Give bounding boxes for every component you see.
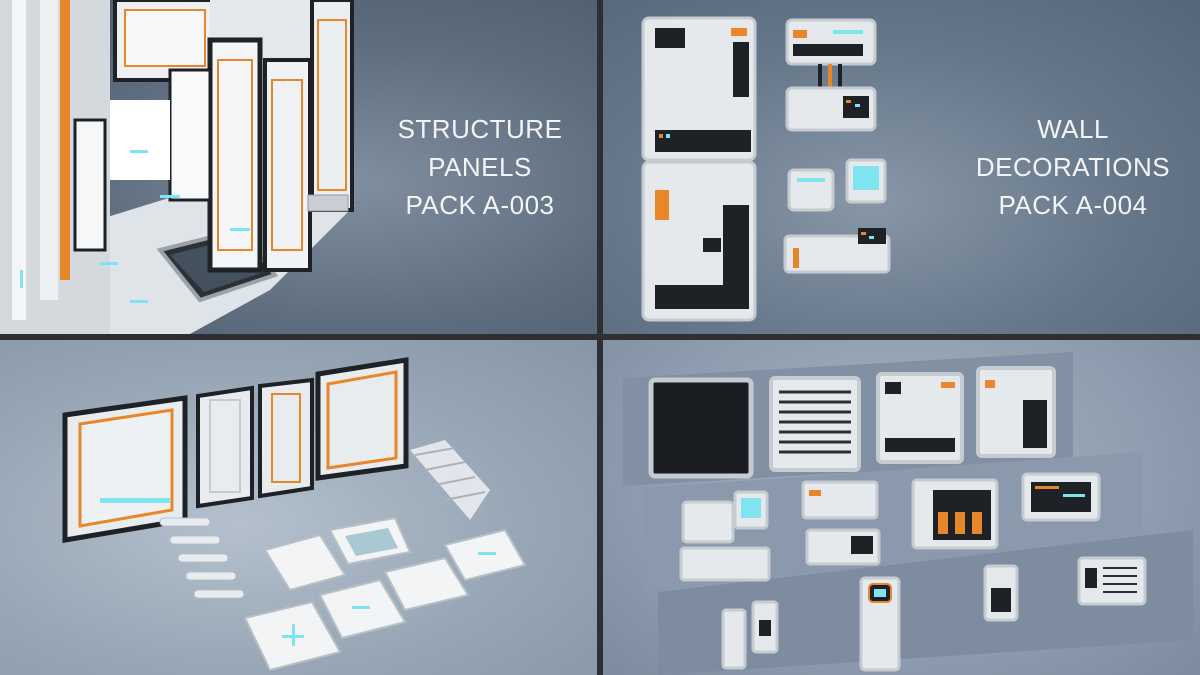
caption-line: WALL (1037, 114, 1109, 144)
structure-panels-caption: STRUCTURE PANELS PACK A-003 (380, 110, 580, 224)
caption-line: PACK A-004 (998, 190, 1148, 220)
wall-decorations-catalog-render (603, 340, 1200, 675)
wall-decorations-art (641, 16, 891, 322)
structure-render-art (0, 0, 355, 334)
structure-panels-render: STRUCTURE PANELS PACK A-003 (0, 0, 597, 334)
wall-decorations-caption: WALL DECORATIONS PACK A-004 (963, 110, 1183, 224)
wall-decorations-render: WALL DECORATIONS PACK A-004 (603, 0, 1200, 334)
structure-parts-render (0, 340, 597, 675)
catalog-wall-art (623, 352, 1193, 675)
caption-line: PANELS (428, 152, 532, 182)
caption-line: STRUCTURE (397, 114, 563, 144)
caption-line: PACK A-003 (405, 190, 555, 220)
structure-parts-art (62, 357, 527, 672)
caption-line: DECORATIONS (975, 152, 1171, 182)
